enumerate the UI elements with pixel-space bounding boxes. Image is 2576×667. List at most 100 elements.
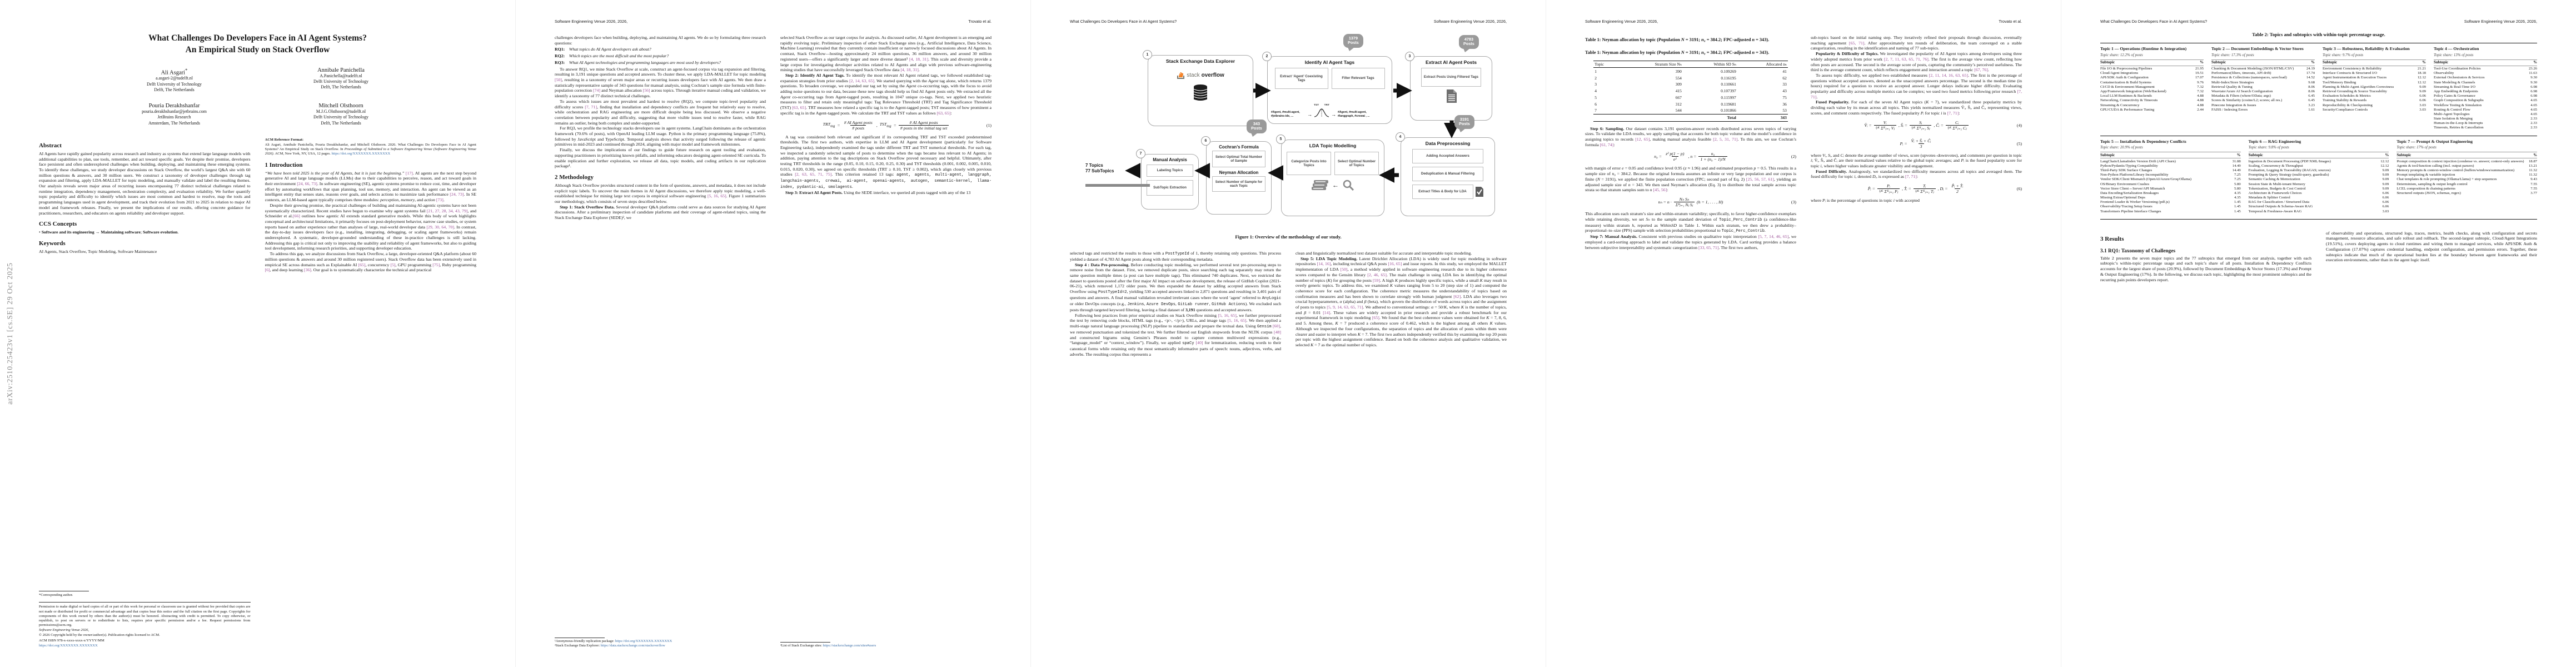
subtopic-name: Streaming & Real-Time I/O	[2434, 84, 2475, 89]
paragraph: Ali Asgari, Annibale Panichella, Pouria …	[265, 143, 477, 156]
equation-term: , Ŝᵢ =	[1898, 122, 1908, 128]
subtopic-percent: 9.30	[2530, 80, 2537, 84]
author-affiliation: Delft University of Technology	[313, 115, 368, 120]
figure-sub-step: Adding Accepted Answers	[1412, 149, 1483, 163]
subtopic-percent: 6.06	[2382, 191, 2389, 195]
subtopic-percent: 23.26	[2528, 67, 2537, 71]
section-heading: Keywords	[39, 240, 66, 247]
subtopic-name: Non-Python Platform/Library Incompatibil…	[2100, 173, 2169, 177]
link[interactable]: https://data.stackexchange.com/stackover…	[600, 643, 665, 648]
paragraph: Fused Difficulty. Analogously, we standa…	[1811, 168, 2022, 180]
logo-text-stack: stack	[1187, 72, 1200, 78]
link[interactable]: https://stackexchange.com/sites#users	[823, 643, 876, 648]
lda-icons-row: ←	[1282, 180, 1384, 191]
table-2-row: Tool-Use Coordination Policies 23.26	[2434, 67, 2537, 71]
subtopic-percent: 6.06	[2382, 205, 2389, 209]
subtopic-percent: 12.12	[2380, 163, 2389, 168]
table-1-cell: 36	[1782, 101, 1787, 107]
link[interactable]: https://doi.org/XXXXXXX.XXXXXXX	[331, 152, 391, 156]
fraction-numerator: Nₕ Sₕ	[1679, 196, 1690, 202]
table-2-row: Frontend Loader & Worker Versioning (pdf…	[2100, 200, 2241, 205]
table-1-total-cell	[1618, 113, 1683, 122]
table-1-cell: 0.116195	[1721, 75, 1736, 81]
table-2-topic-title: Topic 3 — Robustness, Reliability & Eval…	[2323, 46, 2410, 51]
paragraph: Popularity & Difficulty of Topics. We in…	[1811, 51, 2022, 73]
author-email: pouria.derakhshanfar@jetbrains.com	[142, 109, 207, 115]
subtopic-percent: 4.65	[2530, 98, 2537, 103]
subtopic-name: Environment Consistency & Reliability	[2323, 67, 2382, 71]
subtopic-percent: 2.33	[2530, 126, 2537, 130]
link[interactable]: https://doi.org/XXXXXXX.XXXXXXX	[39, 643, 98, 648]
output-subtopics: 77 SubTopics	[1085, 168, 1114, 174]
running-header-right: Software Engineering Venue 2026, 2026,	[2464, 19, 2537, 24]
paragraph: © 2026 Copyright held by the owner/autho…	[39, 633, 160, 638]
fraction-denominator: # posts in the initial tag set	[898, 125, 949, 131]
table-2-row: Agent Instrumentation & Execution Traces…	[2323, 76, 2426, 80]
equation-fraction: # AI Agent posts# posts	[843, 120, 874, 131]
fraction-denominator: 2	[1954, 188, 1960, 194]
table-2-row: Performance(filters, timeouts, API drift…	[2211, 71, 2315, 76]
subtopic-percent: 1.61	[2308, 107, 2315, 112]
subtopic-name: Scores & Similarity (cosine/L2; scores; …	[2211, 98, 2283, 103]
subtopic-name: State Isolation & Merging	[2434, 117, 2473, 121]
equation-term: Pᵢ =	[1900, 141, 1907, 146]
table-1-cell: 7	[1595, 108, 1597, 113]
table-1-cell: 415	[1675, 88, 1682, 94]
table-2-topic-title: Topic 1 — Operations (Runtime & Integrat…	[2100, 46, 2187, 51]
running-header-left: Software Engineering Venue 2026, 2026,	[555, 19, 628, 24]
subtopic-name: LangChain/LlamaIndex Version Drift (API …	[2100, 159, 2176, 163]
figure-box-title: Cochran’s Formula	[1219, 145, 1259, 150]
fraction-denominator: ¹⁄ᴷ Σᴷⱼ₌₁ Pⱼ	[1877, 188, 1900, 194]
subtopic-percent: 3.23	[2308, 103, 2315, 107]
subtopic-percent: 9.09	[2382, 186, 2389, 191]
tags-output: #Agent, #multi-agent, #langgraph, #crewa…	[1338, 111, 1370, 118]
author-name: Ali Asgari*	[91, 67, 258, 76]
figure-box-title: Data Preprocessing	[1425, 141, 1471, 146]
subtopic-name: Tokenization, Budgets & Cost Control	[2248, 186, 2306, 191]
table-2-topic-share: Topic share: 9.7% of posts	[2323, 53, 2364, 57]
table-2-row: LangChain/LlamaIndex Version Drift (API …	[2100, 160, 2241, 164]
subtopic-percent: 11.32	[2529, 173, 2537, 177]
paper-title: What Challenges Do Developers Face in AI…	[39, 32, 476, 56]
table-2-header-subtopic: Subtopic	[2248, 153, 2263, 157]
table-1-total-cell: 343	[1737, 113, 1788, 122]
subtopic-percent: 4.35	[2234, 196, 2241, 200]
magnifier-icon	[1343, 180, 1354, 191]
subtopic-percent: 17.74	[2306, 71, 2315, 76]
link[interactable]: https://doi.org/XXXXXXX.XXXXXXX	[615, 639, 672, 643]
table-2-column-header: Subtopic%	[2100, 59, 2204, 66]
author-affiliation: Delft University of Technology	[313, 79, 368, 84]
subtopic-name: Vendor SDK/Client Mismatch (OpenAI/Azure…	[2100, 177, 2191, 182]
equation-number: (5)	[2016, 141, 2022, 146]
subtopic-name: Temporal & Freshness-Aware RAG	[2248, 209, 2302, 213]
subtopic-percent: 7.55	[2530, 182, 2537, 186]
subtopic-name: RAG for Classification / Structured Data	[2248, 200, 2310, 205]
equation-number: (2)	[1791, 154, 1796, 160]
figure-sub-step: Extract Posts Using Filtered Tags	[1421, 68, 1481, 87]
paragraph: ACM Reference Format:	[265, 137, 304, 142]
section-heading: 2 Methodology	[555, 173, 594, 181]
subtopic-percent: 5.80	[2234, 186, 2241, 191]
fraction-numerator: # AI Agent posts	[844, 120, 873, 125]
table-2-header-pct: %	[2236, 153, 2241, 157]
equation-term: (h = 1, . . . , H)	[1697, 199, 1723, 205]
subtopic-name: Tool-Use Coordination Policies	[2434, 67, 2481, 71]
